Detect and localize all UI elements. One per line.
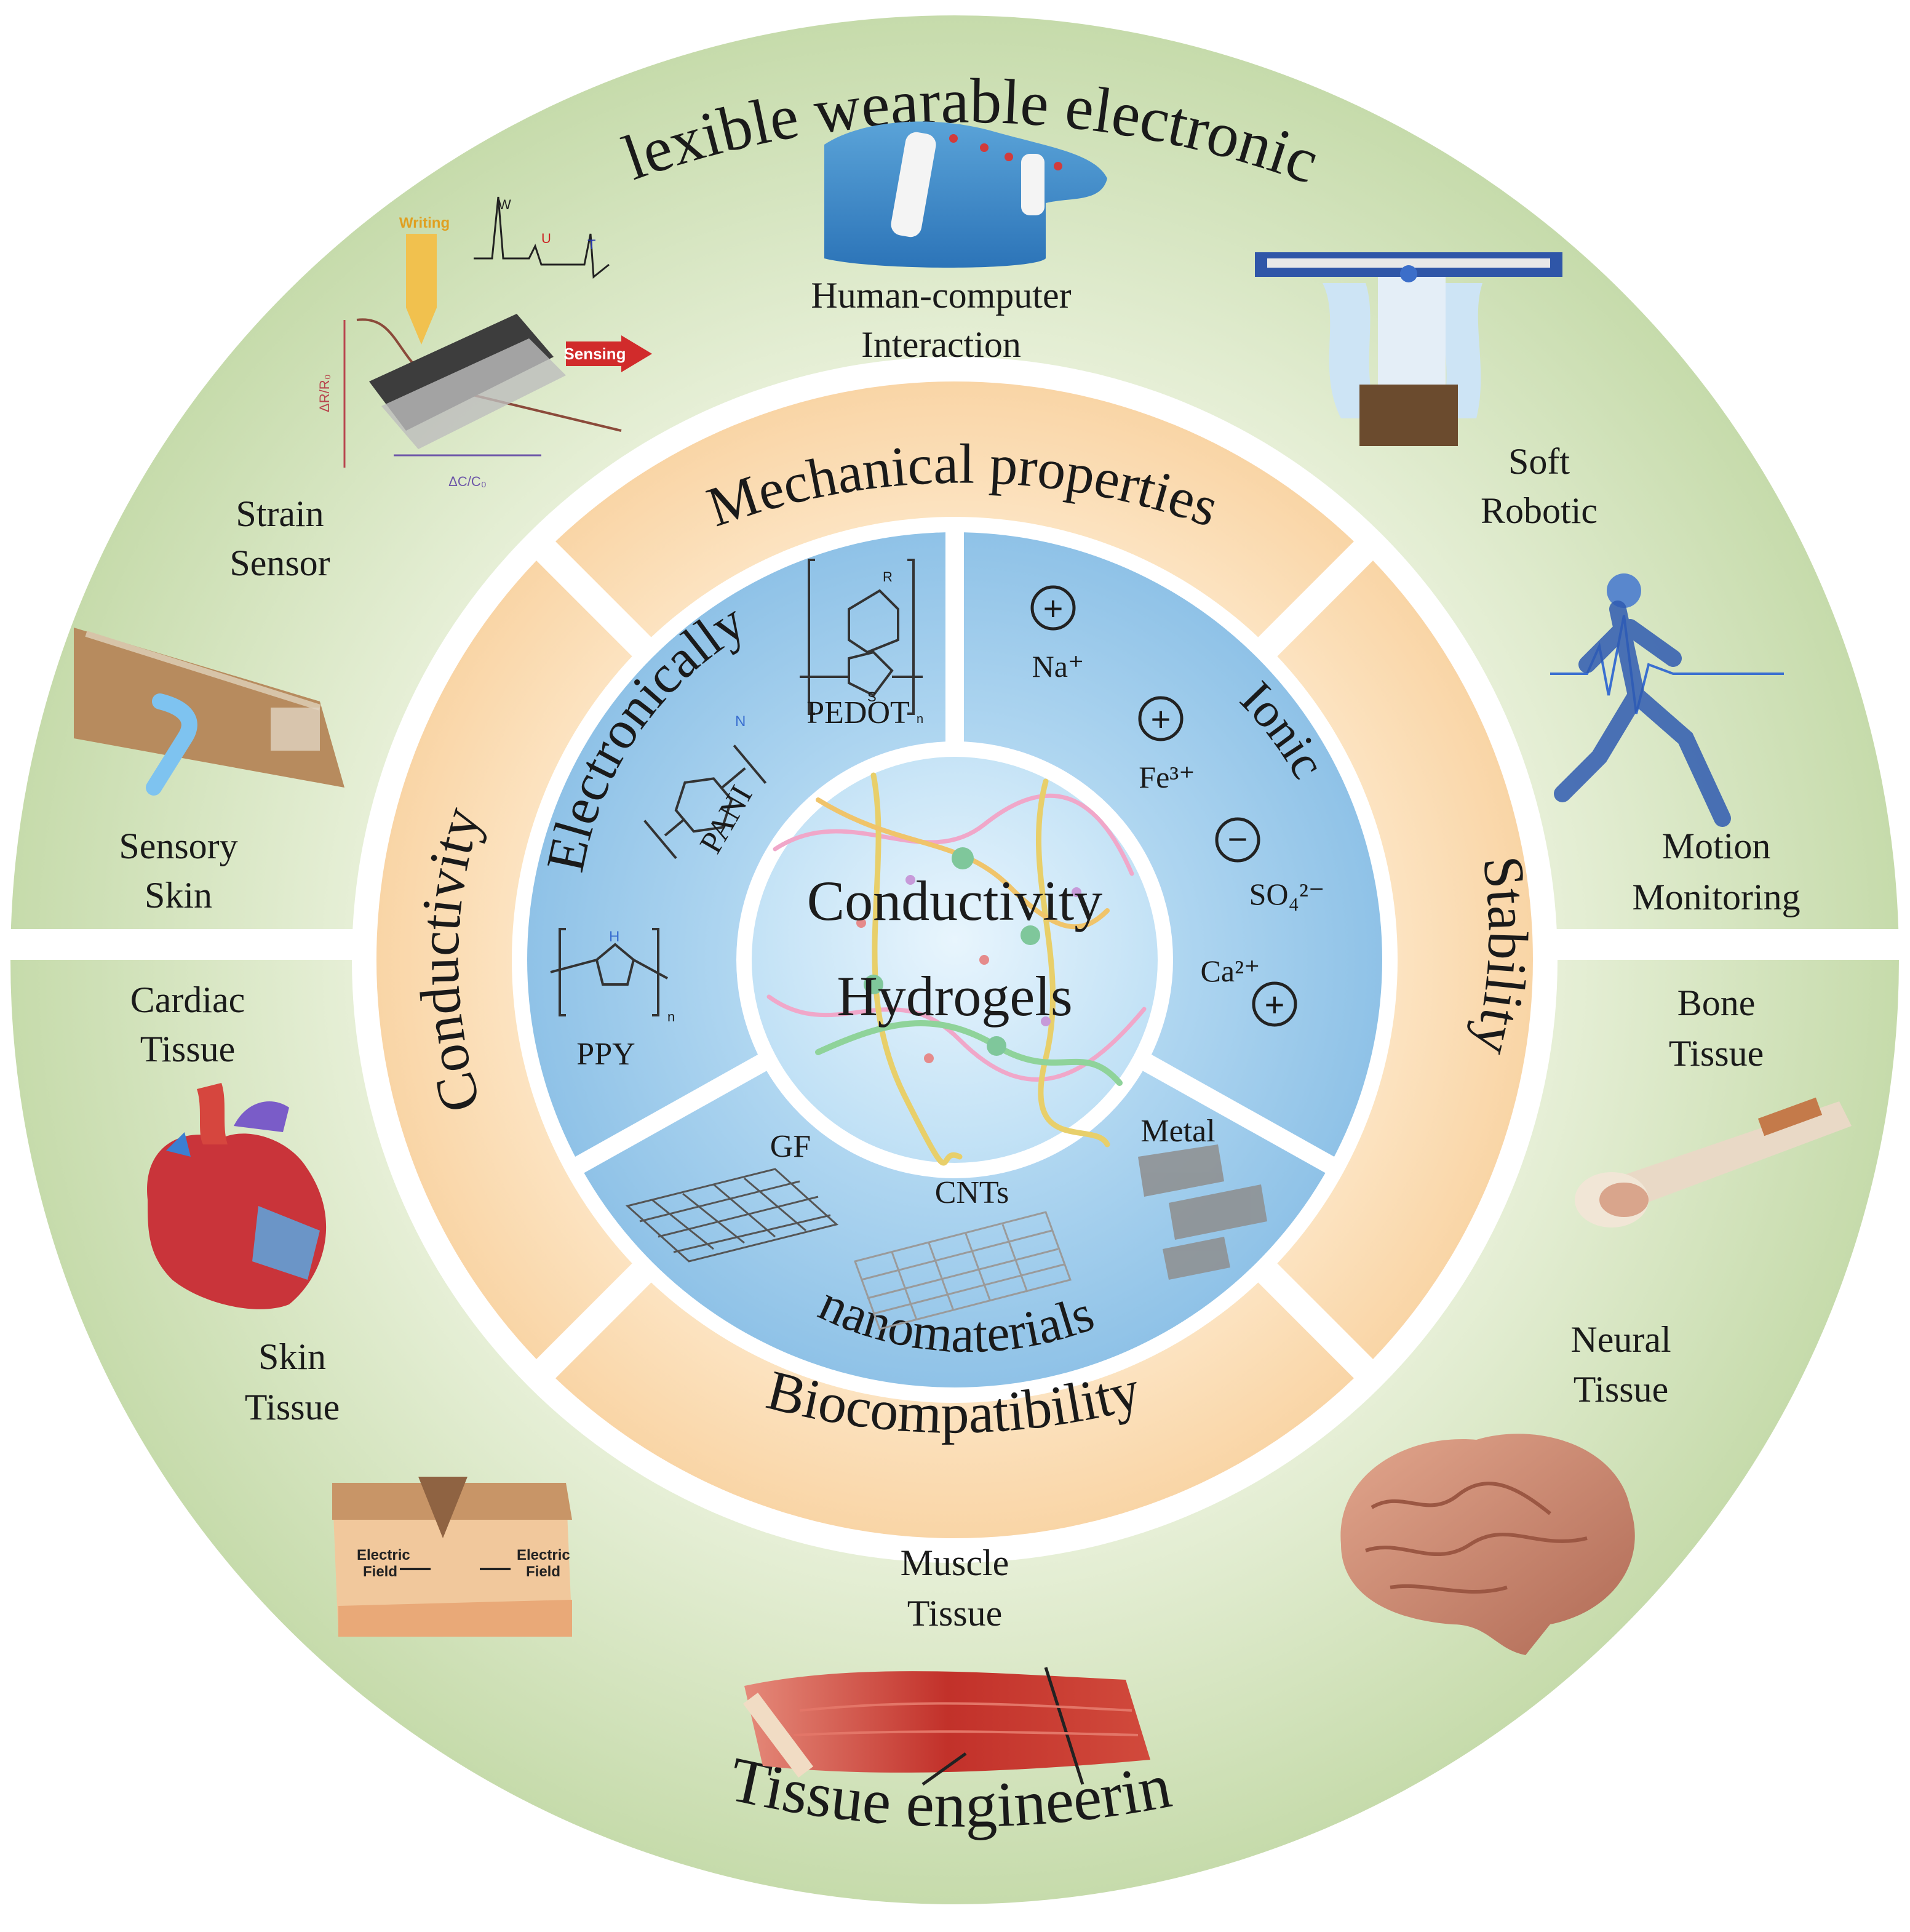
ion-plus-fe: +: [1151, 700, 1171, 738]
skin-field-right-1: Electric: [517, 1547, 570, 1563]
pedot-n: n: [917, 713, 923, 726]
label-neural-2: Tissue: [1574, 1369, 1669, 1410]
skin-field-right-2: Field: [526, 1563, 560, 1580]
strain-u: U: [541, 231, 551, 246]
strain-t: T: [587, 237, 595, 252]
label-soft-1: Soft: [1508, 441, 1570, 482]
label-sensory-1: Sensory: [119, 826, 237, 866]
label-neural-1: Neural: [1570, 1319, 1671, 1360]
sensory-skin-illustration: [74, 628, 344, 796]
label-strain-2: Sensor: [229, 543, 330, 583]
label-motion-1: Motion: [1662, 826, 1771, 866]
strain-w: W: [498, 197, 511, 212]
pedot-structure: [800, 559, 923, 715]
center-line-1: Conductivity: [807, 869, 1102, 932]
ppy-structure: [550, 928, 668, 1016]
strain-dr: ΔR/R₀: [317, 374, 332, 412]
skin-field-left-2: Field: [363, 1563, 397, 1580]
heart-illustration: [147, 1083, 327, 1309]
motion-runner-illustration: [1550, 573, 1784, 827]
ion-plus-na: +: [1043, 589, 1064, 628]
inner-ring-separators: [567, 529, 1342, 1178]
pani-nh: N: [735, 713, 746, 730]
middle-ring-separators: [531, 537, 1378, 1383]
label-soft-2: Robotic: [1481, 490, 1598, 531]
label-cardiac-1: Cardiac: [130, 980, 245, 1020]
label-sensory-2: Skin: [145, 875, 212, 916]
ion-na: Na⁺: [1032, 649, 1084, 684]
center-line-2: Hydrogels: [837, 965, 1072, 1028]
hydrogel-nodes: [856, 847, 1081, 1063]
pani-structure: [643, 744, 767, 860]
label-skin-2: Tissue: [245, 1387, 340, 1427]
muscle-illustration: [743, 1667, 1150, 1786]
label-pedot: PEDOT: [806, 695, 910, 730]
pedot-r: R: [883, 569, 893, 585]
strain-sensing: Sensing: [563, 345, 626, 363]
ppy-n: n: [667, 1009, 675, 1024]
label-muscle-1: Muscle: [901, 1543, 1009, 1583]
glove-illustration: [824, 121, 1107, 268]
label-motion-2: Monitoring: [1632, 877, 1800, 917]
label-cardiac-2: Tissue: [140, 1029, 236, 1069]
label-metal: Metal: [1140, 1114, 1215, 1149]
soft-robot-illustration: [1255, 252, 1562, 446]
label-muscle-2: Tissue: [907, 1593, 1003, 1634]
hydrogel-network: [766, 772, 1147, 1166]
bone-illustration: [1575, 1097, 1852, 1227]
label-cnts: CNTs: [935, 1175, 1009, 1210]
strain-dc: ΔC/C₀: [448, 474, 487, 489]
skin-field-left-1: Electric: [357, 1547, 410, 1563]
strain-writing: Writing: [399, 215, 450, 231]
label-strain-1: Strain: [236, 493, 324, 534]
label-bone-1: Bone: [1677, 983, 1756, 1023]
label-gf: GF: [770, 1129, 811, 1164]
label-skin-1: Skin: [258, 1336, 326, 1377]
label-ppy: PPY: [576, 1037, 635, 1072]
label-hci-1: Human-computer: [811, 275, 1071, 316]
graphene-sheet: [625, 1168, 839, 1263]
strain-sensor-illustration: [343, 196, 652, 468]
skin-wound-illustration: [332, 1477, 572, 1637]
ion-plus-ca: +: [1265, 985, 1285, 1024]
cnt-tube: [854, 1211, 1072, 1330]
label-bone-2: Tissue: [1669, 1033, 1764, 1074]
label-hci-2: Interaction: [861, 324, 1021, 365]
ion-so4: SO₄²⁻: [1249, 877, 1325, 911]
brain-illustration: [1340, 1434, 1635, 1655]
pedot-s: S: [867, 689, 877, 705]
metal-flakes: [1138, 1144, 1267, 1280]
ppy-h: H: [609, 928, 619, 945]
ion-symbols: [1030, 585, 1297, 1027]
ion-minus-so4: −: [1228, 820, 1248, 858]
ion-ca: Ca²⁺: [1201, 954, 1260, 988]
ion-fe: Fe³⁺: [1139, 760, 1195, 794]
